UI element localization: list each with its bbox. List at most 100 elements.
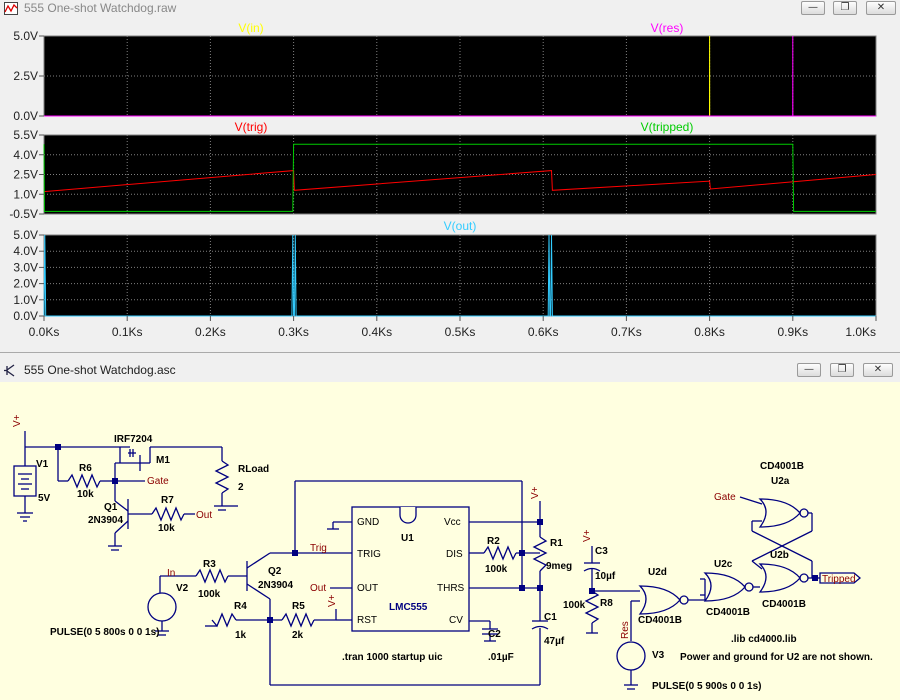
u2b-model: CD4001B bbox=[762, 599, 806, 610]
waveform-plot[interactable]: 5.0V 2.5V 0.0V 5.5V 4.0V 2.5V 1.0V -0.5V 5.0V 4.0… bbox=[0, 17, 900, 352]
y-tick-label: -0.5V bbox=[9, 207, 38, 221]
u2d-model: CD4001B bbox=[638, 615, 682, 626]
trace-vout[interactable] bbox=[43, 234, 876, 317]
schematic-canvas[interactable]: V1 5V R6 10k IRF7204 M1 RLoad 2 Gate Q1 … bbox=[0, 382, 900, 700]
legend-v-trig[interactable]: V(trig) bbox=[235, 120, 268, 134]
out-net-2[interactable]: Out bbox=[310, 583, 326, 594]
r4-label[interactable]: R4 bbox=[234, 601, 247, 612]
res-net[interactable]: Res bbox=[620, 621, 631, 639]
legend-v-tripped[interactable]: V(tripped) bbox=[641, 120, 694, 134]
gate-net-2[interactable]: Gate bbox=[714, 492, 736, 503]
v1-label[interactable]: V1 bbox=[36, 459, 49, 470]
u2d-label[interactable]: U2d bbox=[648, 567, 667, 578]
plot-titlebar[interactable]: 555 One-shot Watchdog.raw — ❐ ✕ bbox=[0, 0, 900, 17]
v1-value: 5V bbox=[38, 493, 51, 504]
v2-label[interactable]: V2 bbox=[176, 583, 189, 594]
y-tick-label: 0.0V bbox=[13, 109, 38, 123]
c1-label[interactable]: C1 bbox=[544, 612, 557, 623]
r8-label[interactable]: R8 bbox=[600, 598, 613, 609]
pulse1-directive[interactable]: PULSE(0 5 800s 0 0 1s) bbox=[50, 627, 160, 638]
r3-label[interactable]: R3 bbox=[203, 559, 216, 570]
minimize-button[interactable]: — bbox=[797, 363, 821, 377]
u2b-label[interactable]: U2b bbox=[770, 550, 789, 561]
r1-value: 9meg bbox=[546, 561, 572, 572]
y-tick-label: 1.0V bbox=[13, 293, 38, 307]
pin-thrs: THRS bbox=[437, 583, 465, 594]
y-tick-label: 4.0V bbox=[13, 148, 38, 162]
out-net-1[interactable]: Out bbox=[196, 510, 212, 521]
pane-3[interactable] bbox=[43, 234, 877, 317]
r7-label[interactable]: R7 bbox=[161, 495, 174, 506]
vplus-flag-3[interactable]: V+ bbox=[327, 594, 338, 607]
legend-v-out[interactable]: V(out) bbox=[444, 219, 477, 233]
c3-label[interactable]: C3 bbox=[595, 546, 608, 557]
tripped-flag[interactable]: Tripped bbox=[822, 574, 856, 585]
vplus-flag-2[interactable]: V+ bbox=[530, 486, 541, 499]
legend-v-res[interactable]: V(res) bbox=[651, 21, 684, 35]
y-tick-label: 5.5V bbox=[13, 128, 38, 142]
y-tick-label: 5.0V bbox=[13, 29, 38, 43]
u2c-label[interactable]: U2c bbox=[714, 559, 733, 570]
y-tick-label: 2.5V bbox=[13, 69, 38, 83]
close-button[interactable]: ✕ bbox=[863, 363, 893, 377]
close-button[interactable]: ✕ bbox=[866, 1, 896, 15]
trace-vtripped[interactable] bbox=[43, 143, 876, 212]
y-tick-label: 4.0V bbox=[13, 244, 38, 258]
rload-label[interactable]: RLoad bbox=[238, 464, 269, 475]
m1-label[interactable]: M1 bbox=[156, 455, 170, 466]
u1-label[interactable]: U1 bbox=[401, 533, 414, 544]
traces bbox=[43, 35, 877, 317]
tran-directive[interactable]: .tran 1000 startup uic bbox=[342, 652, 443, 663]
legend-v-in[interactable]: V(in) bbox=[238, 21, 263, 35]
r2-label[interactable]: R2 bbox=[487, 536, 500, 547]
plot-window: 555 One-shot Watchdog.raw — ❐ ✕ 5.0V 2.5V… bbox=[0, 0, 900, 352]
x-tick-label: 0.7Ks bbox=[611, 325, 642, 339]
lib-directive[interactable]: .lib cd4000.lib bbox=[731, 634, 797, 645]
y-tick-label: 2.0V bbox=[13, 277, 38, 291]
pulse2-directive[interactable]: PULSE(0 5 900s 0 0 1s) bbox=[652, 681, 762, 692]
r8-value: 100k bbox=[563, 600, 586, 611]
schematic-window: 555 One-shot Watchdog.asc — ❐ ✕ bbox=[0, 352, 900, 700]
y-tick-label: 0.0V bbox=[13, 309, 38, 323]
y-tick-label: 2.5V bbox=[13, 168, 38, 182]
x-tick-label: 0.8Ks bbox=[694, 325, 725, 339]
plot-window-title: 555 One-shot Watchdog.raw bbox=[24, 1, 177, 15]
c1-value: 47µf bbox=[544, 636, 565, 647]
x-tick-label: 0.3Ks bbox=[278, 325, 309, 339]
y-tick-label: 3.0V bbox=[13, 260, 38, 274]
c2-label[interactable]: C2 bbox=[488, 629, 501, 640]
q1-label[interactable]: Q1 bbox=[104, 502, 118, 513]
pin-dis: DIS bbox=[446, 549, 463, 560]
schematic-titlebar[interactable]: 555 One-shot Watchdog.asc — ❐ ✕ bbox=[0, 362, 900, 379]
gate-net-1[interactable]: Gate bbox=[147, 476, 169, 487]
v3-label[interactable]: V3 bbox=[652, 650, 665, 661]
x-tick-label: 0.9Ks bbox=[777, 325, 808, 339]
r6-label[interactable]: R6 bbox=[79, 463, 92, 474]
trig-net[interactable]: Trig bbox=[310, 543, 327, 554]
minimize-button[interactable]: — bbox=[801, 1, 825, 15]
transistor-icon bbox=[4, 364, 15, 377]
y-tick-label: 5.0V bbox=[13, 228, 38, 242]
r5-label[interactable]: R5 bbox=[292, 601, 305, 612]
vplus-flag-4[interactable]: V+ bbox=[582, 529, 593, 542]
trace-vres[interactable] bbox=[44, 35, 876, 117]
restore-button[interactable]: ❐ bbox=[830, 363, 854, 377]
note-comment[interactable]: Power and ground for U2 are not shown. bbox=[680, 652, 873, 663]
x-tick-label: 0.1Ks bbox=[112, 325, 143, 339]
irf-label[interactable]: IRF7204 bbox=[114, 434, 153, 445]
r1-label[interactable]: R1 bbox=[550, 538, 563, 549]
q2-label[interactable]: Q2 bbox=[268, 566, 282, 577]
restore-button[interactable]: ❐ bbox=[833, 1, 857, 15]
x-tick-label: 0.6Ks bbox=[528, 325, 559, 339]
x-tick-label: 1.0Ks bbox=[845, 325, 876, 339]
pin-trig: TRIG bbox=[357, 549, 381, 560]
u2a-label[interactable]: U2a bbox=[771, 476, 790, 487]
rload-value: 2 bbox=[238, 482, 244, 493]
q2-model: 2N3904 bbox=[258, 580, 293, 591]
u2a-model: CD4001B bbox=[760, 461, 804, 472]
vplus-flag-1[interactable]: V+ bbox=[12, 414, 23, 427]
in-net[interactable]: In bbox=[167, 568, 175, 579]
y-tick-labels: 5.0V 2.5V 0.0V 5.5V 4.0V 2.5V 1.0V -0.5V 5.0V 4.0… bbox=[9, 29, 44, 323]
y-tick-label: 1.0V bbox=[13, 187, 38, 201]
